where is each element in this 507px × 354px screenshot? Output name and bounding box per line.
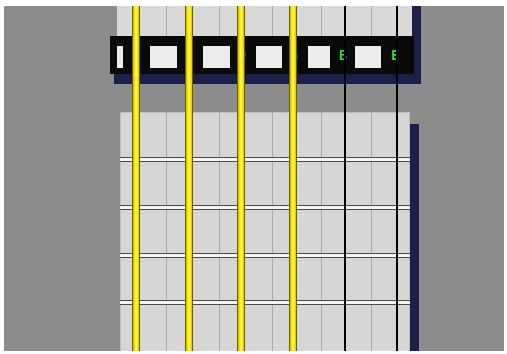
string-6[interactable]	[396, 6, 398, 351]
string-label-6[interactable]: E	[383, 46, 407, 68]
label-gap	[117, 46, 123, 68]
headstock-divider	[219, 6, 220, 36]
fret-3	[120, 253, 410, 258]
label-gap	[150, 46, 180, 68]
string-2[interactable]	[185, 6, 193, 351]
label-gap	[256, 46, 284, 68]
guitar-neck-view: E A D G B E	[4, 6, 504, 351]
fretboard-divider	[371, 112, 372, 351]
string-label-5[interactable]: B	[331, 46, 355, 68]
string-1[interactable]	[132, 6, 140, 351]
headstock-divider	[166, 6, 167, 36]
string-5[interactable]	[344, 6, 346, 351]
label-gap	[355, 46, 381, 68]
fret-4	[120, 300, 410, 305]
label-gap	[203, 46, 232, 68]
fretboard-divider	[272, 112, 273, 351]
fretboard-divider	[321, 112, 322, 351]
headstock	[117, 6, 412, 36]
string-4[interactable]	[289, 6, 297, 351]
fretboard-divider	[166, 112, 167, 351]
headstock-divider	[272, 6, 273, 36]
fretboard-divider	[219, 112, 220, 351]
label-bar-shadow	[114, 74, 421, 84]
fret-1	[120, 157, 410, 162]
headstock-divider	[371, 6, 372, 36]
fretboard[interactable]	[120, 112, 410, 351]
string-3[interactable]	[237, 6, 245, 351]
fret-2	[120, 205, 410, 210]
fretboard-shadow	[410, 124, 419, 351]
headstock-divider	[321, 6, 322, 36]
label-gap	[308, 46, 330, 68]
